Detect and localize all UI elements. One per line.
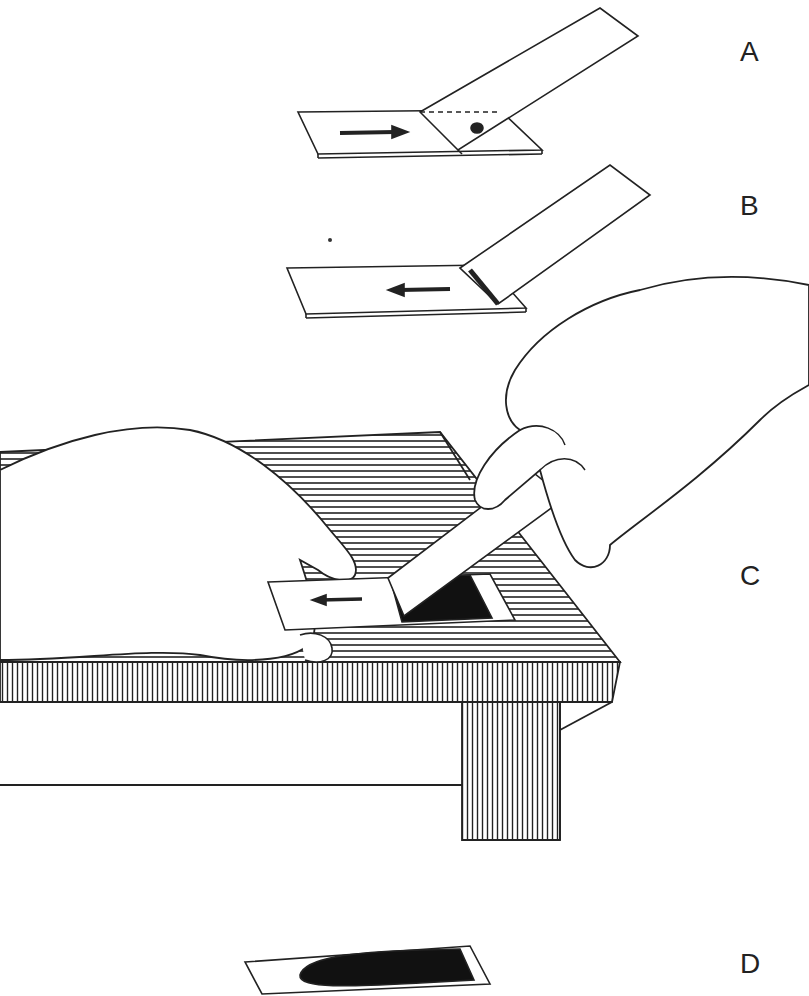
table-edge: [560, 702, 612, 730]
direction-arrow: [388, 284, 404, 296]
direction-arrow: [400, 289, 450, 290]
table-leg-edge: [559, 702, 561, 840]
right-hand: [474, 277, 809, 567]
left-thumb: [300, 633, 332, 662]
spread-blood-line: [470, 270, 498, 304]
table-front: [0, 662, 620, 702]
table-apron: [0, 784, 462, 786]
panel-letter: D: [740, 950, 760, 978]
direction-arrow: [340, 132, 395, 133]
hidden-edge: [420, 111, 500, 113]
glass-slide: [245, 946, 490, 994]
panel-letter: C: [740, 562, 760, 590]
spreader-slide: [460, 165, 650, 304]
direction-arrow: [392, 126, 408, 138]
panel-letter: B: [740, 192, 759, 220]
table-edge: [440, 432, 470, 480]
blood-smear: [300, 949, 474, 986]
slide-edge: [306, 312, 526, 318]
panel-a-slides: [298, 8, 638, 158]
direction-arrow: [312, 595, 326, 605]
spreader-slide: [420, 8, 638, 150]
table-leg: [462, 702, 560, 840]
panel-letter: A: [740, 38, 759, 66]
panel-c-slides: [268, 470, 565, 630]
blood-drop: [471, 123, 483, 133]
panel-b-slides: [287, 165, 650, 318]
panel-d-slide: [245, 946, 490, 994]
slide-edge: [525, 308, 527, 312]
slide-edge: [318, 154, 542, 158]
slide-edge: [541, 150, 543, 154]
speck: [328, 238, 332, 242]
slide-edge: [458, 150, 462, 154]
finger-creases: [520, 426, 585, 470]
